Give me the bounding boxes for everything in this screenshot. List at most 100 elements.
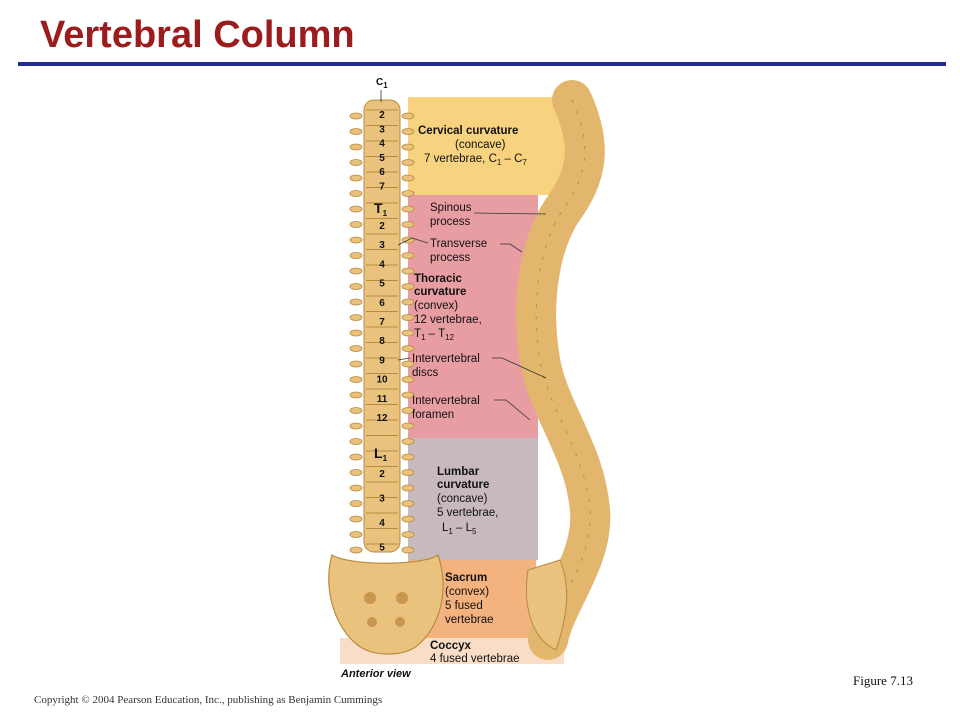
transverse-process-right bbox=[401, 469, 415, 476]
cervical-vertebra-label: 3 bbox=[379, 124, 385, 135]
svg-text:Cervical curvature: Cervical curvature bbox=[418, 125, 518, 137]
thoracic-vertebra-label: 5 bbox=[379, 279, 385, 290]
transverse-process-left bbox=[349, 298, 363, 306]
transverse-process-right bbox=[401, 360, 415, 368]
label-c1: C1 bbox=[376, 77, 388, 90]
lateral-sacrum bbox=[525, 559, 568, 651]
transverse-process-right bbox=[401, 453, 415, 461]
transverse-process-right bbox=[401, 159, 415, 166]
transverse-process-left bbox=[349, 329, 363, 337]
transverse-process-left bbox=[349, 143, 363, 151]
transverse-process-right bbox=[401, 345, 415, 352]
transverse-process-left bbox=[349, 484, 363, 492]
cervical-vertebra-label: 6 bbox=[379, 167, 385, 178]
transverse-process-left bbox=[349, 112, 363, 120]
transverse-process-left bbox=[349, 438, 363, 445]
lumbar-vertebra-label: 2 bbox=[379, 469, 385, 480]
svg-text:(convex): (convex) bbox=[445, 586, 489, 598]
transverse-process-left bbox=[349, 314, 363, 321]
svg-text:Intervertebral: Intervertebral bbox=[412, 353, 480, 365]
thoracic-vertebra-label: 10 bbox=[376, 375, 388, 386]
transverse-process-left bbox=[349, 407, 363, 414]
transverse-process-right bbox=[401, 546, 415, 554]
transverse-process-right bbox=[401, 422, 415, 430]
transverse-process-right bbox=[401, 438, 415, 445]
svg-text:foramen: foramen bbox=[412, 409, 454, 421]
svg-text:5 vertebrae,: 5 vertebrae, bbox=[437, 507, 498, 519]
cervical-label: Cervical curvature (concave) 7 vertebrae… bbox=[418, 125, 527, 167]
transverse-process-left bbox=[349, 236, 363, 244]
transverse-process-right bbox=[401, 500, 415, 507]
figure-number: Figure 7.13 bbox=[853, 673, 913, 688]
svg-text:7 vertebrae, C1 – C7: 7 vertebrae, C1 – C7 bbox=[424, 153, 527, 167]
transverse-process-left bbox=[349, 345, 363, 352]
thoracic-vertebra-label: 3 bbox=[379, 240, 385, 251]
transverse-process-label: Transverse process bbox=[397, 237, 523, 264]
transverse-process-left bbox=[349, 252, 363, 259]
transverse-process-left bbox=[349, 267, 363, 275]
svg-text:5 fused: 5 fused bbox=[445, 600, 483, 612]
transverse-process-right bbox=[401, 221, 415, 228]
transverse-process-right bbox=[401, 267, 415, 275]
transverse-process-right bbox=[401, 314, 415, 321]
svg-text:Thoracic: Thoracic bbox=[414, 273, 463, 285]
coccyx-label: Coccyx 4 fused vertebrae bbox=[430, 640, 520, 665]
svg-text:Sacrum: Sacrum bbox=[445, 572, 487, 584]
thoracic-label: Thoracic curvature (convex) 12 vertebrae… bbox=[414, 273, 482, 342]
svg-text:process: process bbox=[430, 216, 471, 228]
svg-text:discs: discs bbox=[412, 367, 438, 379]
thoracic-vertebra-label: 7 bbox=[379, 317, 385, 328]
transverse-process-right bbox=[401, 407, 415, 414]
thoracic-vertebra-label: 2 bbox=[379, 221, 385, 232]
svg-text:L1 – L5: L1 – L5 bbox=[442, 522, 477, 536]
spinous-process-label: Spinous process bbox=[430, 202, 547, 228]
view-caption: Anterior view bbox=[341, 668, 411, 680]
transverse-process-left bbox=[349, 546, 363, 554]
svg-text:curvature: curvature bbox=[414, 286, 466, 298]
transverse-process-left bbox=[349, 221, 363, 228]
transverse-process-right bbox=[401, 112, 415, 120]
copyright-notice: Copyright © 2004 Pearson Education, Inc.… bbox=[34, 694, 383, 706]
svg-text:4 fused vertebrae: 4 fused vertebrae bbox=[430, 653, 520, 665]
transverse-process-left bbox=[349, 128, 363, 135]
transverse-process-left bbox=[349, 500, 363, 507]
thoracic-vertebra-label: 11 bbox=[377, 394, 388, 405]
svg-text:curvature: curvature bbox=[437, 479, 489, 491]
label-l1: L1 bbox=[374, 445, 388, 463]
cervical-vertebra-label: 2 bbox=[379, 110, 385, 121]
transverse-process-left bbox=[349, 391, 363, 399]
transverse-process-right bbox=[401, 128, 415, 135]
svg-text:process: process bbox=[430, 252, 471, 264]
thoracic-vertebra-label: 12 bbox=[376, 413, 388, 424]
svg-text:Transverse: Transverse bbox=[430, 238, 487, 250]
transverse-process-left bbox=[349, 174, 363, 182]
transverse-process-left bbox=[349, 453, 363, 461]
transverse-process-right bbox=[401, 143, 415, 151]
transverse-process-right bbox=[401, 515, 415, 523]
svg-text:T1 – T12: T1 – T12 bbox=[414, 328, 455, 342]
anterior-pelvis bbox=[328, 554, 444, 655]
label-t1: T1 bbox=[374, 200, 388, 218]
transverse-process-left bbox=[349, 531, 363, 538]
svg-text:12 vertebrae,: 12 vertebrae, bbox=[414, 314, 482, 326]
transverse-process-right bbox=[401, 174, 415, 182]
transverse-process-right bbox=[401, 190, 415, 197]
transverse-process-left bbox=[349, 190, 363, 197]
lumbar-label: Lumbar curvature (concave) 5 vertebrae, … bbox=[437, 466, 498, 536]
lumbar-band bbox=[408, 438, 538, 560]
cervical-vertebra-label: 5 bbox=[379, 153, 385, 164]
svg-text:Lumbar: Lumbar bbox=[437, 466, 480, 478]
svg-text:Intervertebral: Intervertebral bbox=[412, 395, 480, 407]
thoracic-vertebra-label: 4 bbox=[379, 259, 385, 270]
transverse-process-left bbox=[349, 283, 363, 290]
transverse-process-right bbox=[401, 391, 415, 399]
transverse-process-left bbox=[349, 376, 363, 383]
transverse-process-right bbox=[401, 329, 415, 337]
anterior-spine: C1 bbox=[328, 77, 444, 655]
thoracic-vertebra-label: 8 bbox=[379, 336, 385, 347]
transverse-process-right bbox=[401, 298, 415, 306]
lumbar-vertebra-label: 4 bbox=[379, 518, 385, 529]
transverse-process-right bbox=[401, 376, 415, 383]
